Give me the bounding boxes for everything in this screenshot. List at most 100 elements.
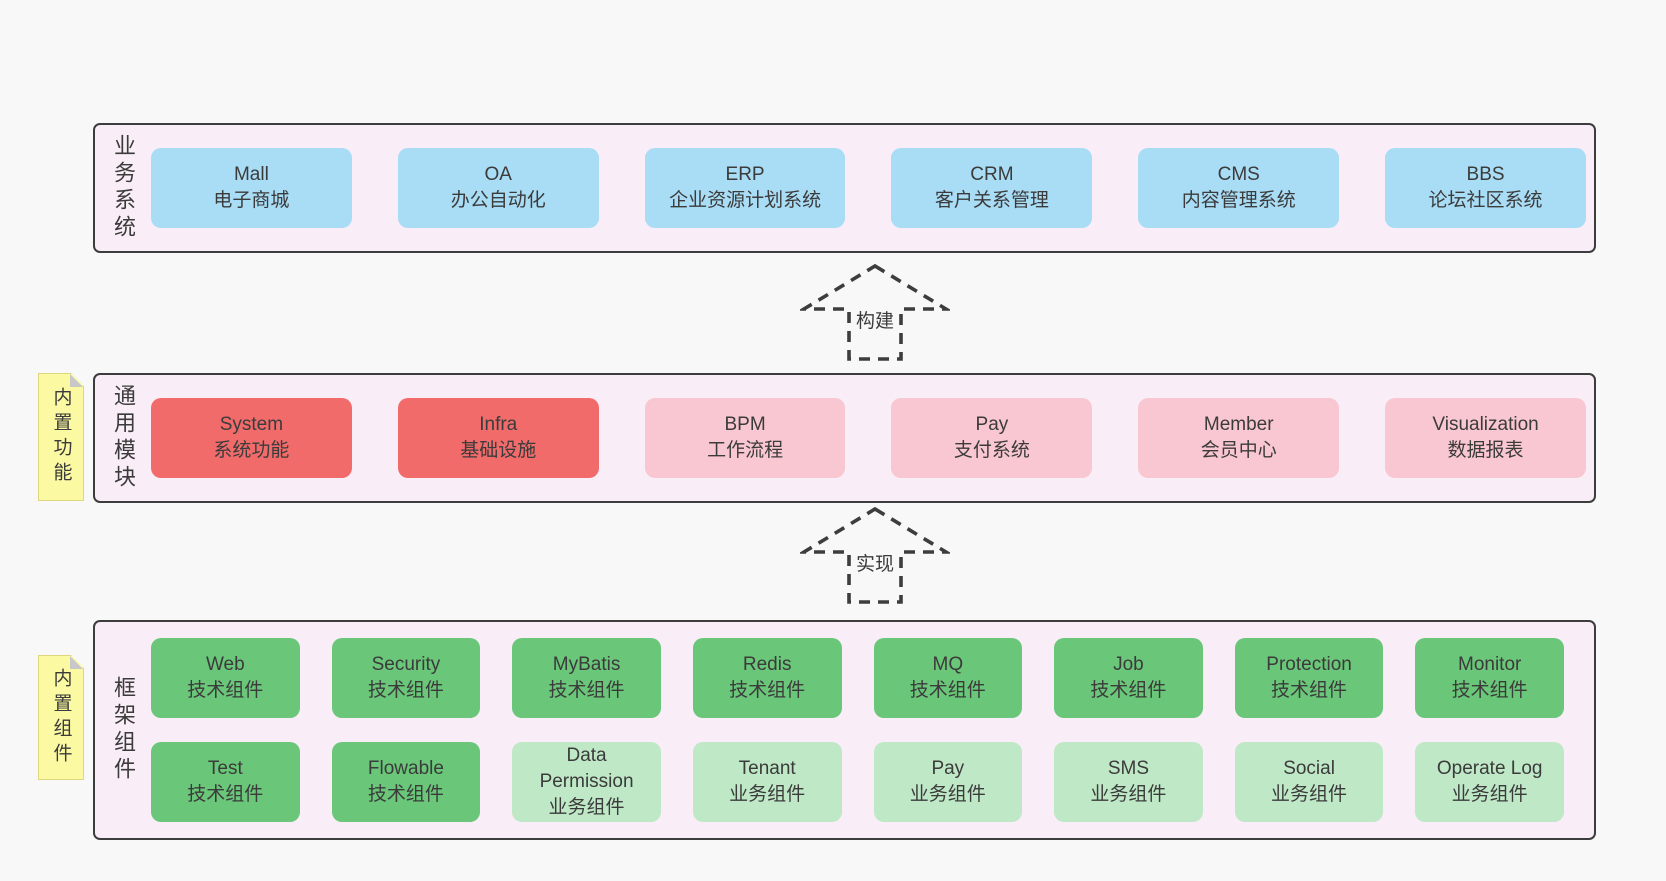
box-pay-biz-name: Pay xyxy=(931,758,965,780)
box-test-name: Test xyxy=(207,758,243,780)
box-web-desc: 技术组件 xyxy=(187,680,264,701)
box-job: Job 技术组件 xyxy=(1054,638,1203,718)
box-cms-name: CMS xyxy=(1217,164,1260,186)
box-monitor: Monitor 技术组件 xyxy=(1415,638,1564,718)
box-sms-name: SMS xyxy=(1107,758,1150,780)
box-member-name: Member xyxy=(1203,414,1274,436)
sticky-built-in-components: 内置组件 xyxy=(38,655,84,780)
box-cms: CMS 内容管理系统 xyxy=(1138,148,1340,228)
box-erp-name: ERP xyxy=(725,164,765,186)
box-monitor-desc: 技术组件 xyxy=(1451,680,1528,701)
box-protection-desc: 技术组件 xyxy=(1271,680,1348,701)
box-flowable: Flowable 技术组件 xyxy=(331,742,481,822)
common-modules-rows: System 系统功能 Infra 基础设施 BPM 工作流程 Pay 支付系统… xyxy=(151,375,1594,501)
box-bpm-name: BPM xyxy=(724,414,766,436)
box-bbs: BBS 论坛社区系统 xyxy=(1385,148,1586,228)
box-operate-log: Operate Log 业务组件 xyxy=(1415,742,1564,822)
box-erp-desc: 企业资源计划系统 xyxy=(669,190,822,211)
box-mq-desc: 技术组件 xyxy=(909,680,986,701)
box-tenant-desc: 业务组件 xyxy=(729,784,806,805)
box-redis-desc: 技术组件 xyxy=(729,680,806,701)
box-protection: Protection 技术组件 xyxy=(1234,638,1384,718)
panel-business-systems: 业务系统 Mall 电子商城 OA 办公自动化 ERP 企业资源计划系统 CRM… xyxy=(93,123,1596,253)
box-oa: OA 办公自动化 xyxy=(397,148,599,228)
box-redis-name: Redis xyxy=(742,654,792,676)
box-pay: Pay 支付系统 xyxy=(891,398,1093,478)
box-pay-biz: Pay 业务组件 xyxy=(873,742,1023,822)
business-systems-rows: Mall 电子商城 OA 办公自动化 ERP 企业资源计划系统 CRM 客户关系… xyxy=(151,125,1594,251)
box-member-desc: 会员中心 xyxy=(1200,440,1277,461)
panel-common-modules-label: 通用模块 xyxy=(111,384,136,492)
arrow-build-label: 构建 xyxy=(851,305,899,334)
panel-framework-components-label: 框架组件 xyxy=(111,676,136,784)
box-social-name: Social xyxy=(1283,758,1335,780)
box-flowable-name: Flowable xyxy=(367,758,444,780)
sticky-built-in-features: 内置功能 xyxy=(38,373,84,501)
panel-business-systems-label: 业务系统 xyxy=(111,134,136,242)
framework-components-row-1: Web 技术组件 Security 技术组件 MyBatis 技术组件 Redi… xyxy=(151,638,1564,718)
box-flowable-desc: 技术组件 xyxy=(367,784,444,805)
framework-components-rows: Web 技术组件 Security 技术组件 MyBatis 技术组件 Redi… xyxy=(151,622,1594,838)
box-infra-name: Infra xyxy=(479,414,518,436)
sticky-fold-icon xyxy=(70,656,83,669)
box-oa-name: OA xyxy=(484,164,512,186)
box-job-desc: 技术组件 xyxy=(1090,680,1167,701)
panel-common-modules: 通用模块 System 系统功能 Infra 基础设施 BPM 工作流程 Pay… xyxy=(93,373,1596,503)
framework-components-row-2: Test 技术组件 Flowable 技术组件 Data Permission … xyxy=(151,742,1564,822)
box-infra: Infra 基础设施 xyxy=(397,398,599,478)
box-visualization-desc: 数据报表 xyxy=(1447,440,1524,461)
box-sms: SMS 业务组件 xyxy=(1054,742,1203,822)
panel-framework-components: 框架组件 Web 技术组件 Security 技术组件 MyBatis 技术组件… xyxy=(93,620,1596,840)
box-pay-desc: 支付系统 xyxy=(953,440,1030,461)
sticky-built-in-features-label: 内置功能 xyxy=(50,387,72,487)
box-test-desc: 技术组件 xyxy=(187,784,264,805)
box-security-desc: 技术组件 xyxy=(367,680,444,701)
box-crm-name: CRM xyxy=(970,164,1014,186)
arrow-build: 构建 xyxy=(800,263,950,363)
box-oa-desc: 办公自动化 xyxy=(450,190,546,211)
box-cms-desc: 内容管理系统 xyxy=(1181,190,1296,211)
box-security: Security 技术组件 xyxy=(331,638,481,718)
box-crm-desc: 客户关系管理 xyxy=(934,190,1049,211)
box-sms-desc: 业务组件 xyxy=(1090,784,1167,805)
box-member: Member 会员中心 xyxy=(1138,398,1340,478)
sticky-built-in-components-label: 内置组件 xyxy=(50,667,72,768)
box-bbs-name: BBS xyxy=(1466,164,1505,186)
box-tenant: Tenant 业务组件 xyxy=(692,742,842,822)
box-operate-log-name: Operate Log xyxy=(1436,758,1543,780)
box-mybatis-name: MyBatis xyxy=(552,654,621,676)
box-infra-desc: 基础设施 xyxy=(460,440,537,461)
box-system-desc: 系统功能 xyxy=(213,440,290,461)
box-mall-name: Mall xyxy=(233,164,269,186)
box-mybatis: MyBatis 技术组件 xyxy=(512,638,661,718)
box-test: Test 技术组件 xyxy=(151,742,300,822)
box-bbs-desc: 论坛社区系统 xyxy=(1428,190,1543,211)
box-mq: MQ 技术组件 xyxy=(873,638,1023,718)
box-mybatis-desc: 技术组件 xyxy=(548,680,625,701)
box-protection-name: Protection xyxy=(1266,654,1352,676)
box-erp: ERP 企业资源计划系统 xyxy=(644,148,846,228)
box-tenant-name: Tenant xyxy=(738,758,796,780)
box-mall-desc: 电子商城 xyxy=(213,190,290,211)
box-visualization: Visualization 数据报表 xyxy=(1385,398,1586,478)
common-modules-row: System 系统功能 Infra 基础设施 BPM 工作流程 Pay 支付系统… xyxy=(151,398,1586,478)
box-social-desc: 业务组件 xyxy=(1271,784,1348,805)
box-web: Web 技术组件 xyxy=(151,638,300,718)
box-bpm-desc: 工作流程 xyxy=(707,440,784,461)
sticky-fold-icon xyxy=(70,374,83,387)
box-monitor-name: Monitor xyxy=(1458,654,1522,676)
box-social: Social 业务组件 xyxy=(1234,742,1384,822)
box-pay-name: Pay xyxy=(975,414,1009,436)
arrow-implement: 实现 xyxy=(800,506,950,606)
box-data-permission: Data Permission 业务组件 xyxy=(512,742,661,822)
business-systems-row: Mall 电子商城 OA 办公自动化 ERP 企业资源计划系统 CRM 客户关系… xyxy=(151,148,1586,228)
box-mq-name: MQ xyxy=(932,654,964,676)
box-crm: CRM 客户关系管理 xyxy=(891,148,1093,228)
box-job-name: Job xyxy=(1113,654,1144,676)
box-bpm: BPM 工作流程 xyxy=(644,398,846,478)
box-data-permission-name: Data Permission xyxy=(539,745,634,793)
box-web-name: Web xyxy=(205,654,245,676)
box-mall: Mall 电子商城 xyxy=(151,148,352,228)
box-security-name: Security xyxy=(371,654,441,676)
